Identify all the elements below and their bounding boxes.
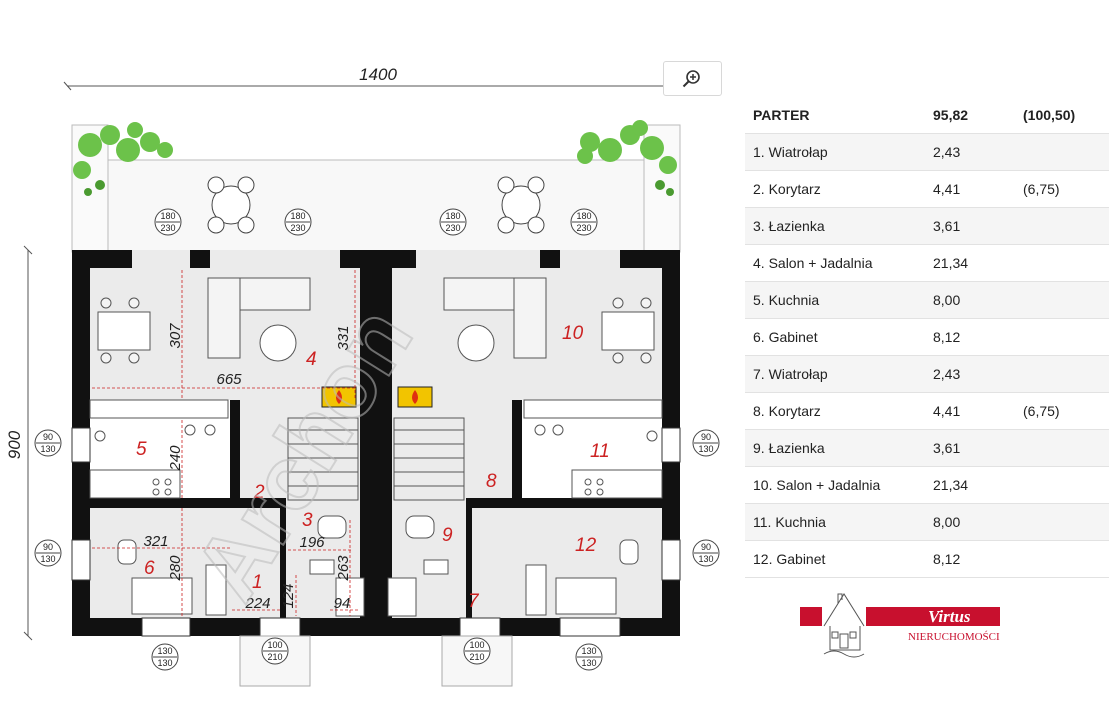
room-4-number: 4: [306, 349, 317, 370]
svg-text:230: 230: [576, 223, 591, 233]
svg-text:90: 90: [43, 432, 53, 442]
room-7-number: 7: [468, 591, 480, 612]
fireplace-left: [321, 386, 357, 408]
floor-area-extra: (100,50): [1015, 97, 1109, 134]
floor-plan: 1400 900: [0, 50, 720, 703]
svg-text:180: 180: [160, 211, 175, 221]
svg-text:130: 130: [157, 646, 172, 656]
room-2-number: 2: [253, 482, 265, 503]
room-5-number: 5: [136, 439, 147, 460]
kitchen-right: [523, 399, 663, 499]
floor-name: PARTER: [745, 97, 925, 134]
svg-text:130: 130: [581, 646, 596, 656]
svg-text:100: 100: [469, 640, 484, 650]
svg-text:130: 130: [157, 658, 172, 668]
room-6-number: 6: [144, 558, 155, 579]
room-11-number: 11: [590, 441, 610, 462]
dim-94: 94: [334, 595, 351, 612]
room-8-number: 8: [486, 471, 497, 492]
svg-text:100: 100: [267, 640, 282, 650]
svg-text:180: 180: [576, 211, 591, 221]
svg-text:90: 90: [701, 432, 711, 442]
height-label: 900: [5, 430, 24, 459]
logo-title: Virtus: [928, 607, 971, 626]
room-12-number: 12: [575, 535, 597, 556]
height-dimension: 900: [5, 245, 33, 641]
living-furniture-left: [97, 277, 311, 364]
terrace: [106, 159, 646, 253]
floor-area: 95,82: [925, 97, 1015, 134]
dim-240: 240: [167, 445, 184, 472]
svg-text:130: 130: [698, 444, 713, 454]
zoom-button[interactable]: [663, 61, 722, 96]
room-3-number: 3: [302, 510, 313, 531]
living-furniture-right: [443, 277, 655, 364]
svg-text:210: 210: [267, 652, 282, 662]
plant-left: [73, 122, 173, 196]
room-10-number: 10: [562, 323, 584, 344]
dim-331: 331: [335, 325, 352, 350]
svg-text:180: 180: [445, 211, 460, 221]
svg-text:180: 180: [290, 211, 305, 221]
svg-text:130: 130: [40, 554, 55, 564]
svg-text:90: 90: [701, 542, 711, 552]
zoom-in-icon: [682, 70, 700, 88]
dim-196: 196: [299, 534, 325, 551]
dim-665: 665: [216, 371, 242, 388]
stairs-right: [393, 417, 465, 501]
virtus-logo: Virtus NIERUCHOMOŚCI: [800, 580, 1005, 660]
dim-263: 263: [335, 555, 352, 582]
plant-right: [577, 120, 677, 196]
dim-124: 124: [280, 583, 297, 608]
dim-280: 280: [167, 555, 184, 582]
svg-text:90: 90: [43, 542, 53, 552]
room-1-number: 1: [252, 572, 263, 593]
dim-307: 307: [167, 323, 184, 349]
svg-text:130: 130: [698, 554, 713, 564]
svg-text:230: 230: [160, 223, 175, 233]
dim-224: 224: [244, 595, 270, 612]
logo-subtitle: NIERUCHOMOŚCI: [908, 631, 1000, 643]
svg-text:230: 230: [290, 223, 305, 233]
table-header-row: PARTER 95,82 (100,50): [745, 97, 1109, 134]
kitchen-left: [89, 399, 229, 499]
terrace-table-right: [497, 176, 545, 234]
fireplace-right: [397, 386, 433, 408]
terrace-table-left: [207, 176, 255, 234]
svg-text:130: 130: [40, 444, 55, 454]
room-9-number: 9: [442, 525, 453, 546]
width-dimension: 1400: [63, 65, 692, 91]
svg-text:130: 130: [581, 658, 596, 668]
width-label: 1400: [359, 65, 397, 84]
stairs-left: [287, 417, 359, 501]
svg-text:210: 210: [469, 652, 484, 662]
svg-text:230: 230: [445, 223, 460, 233]
dim-321: 321: [143, 533, 168, 550]
